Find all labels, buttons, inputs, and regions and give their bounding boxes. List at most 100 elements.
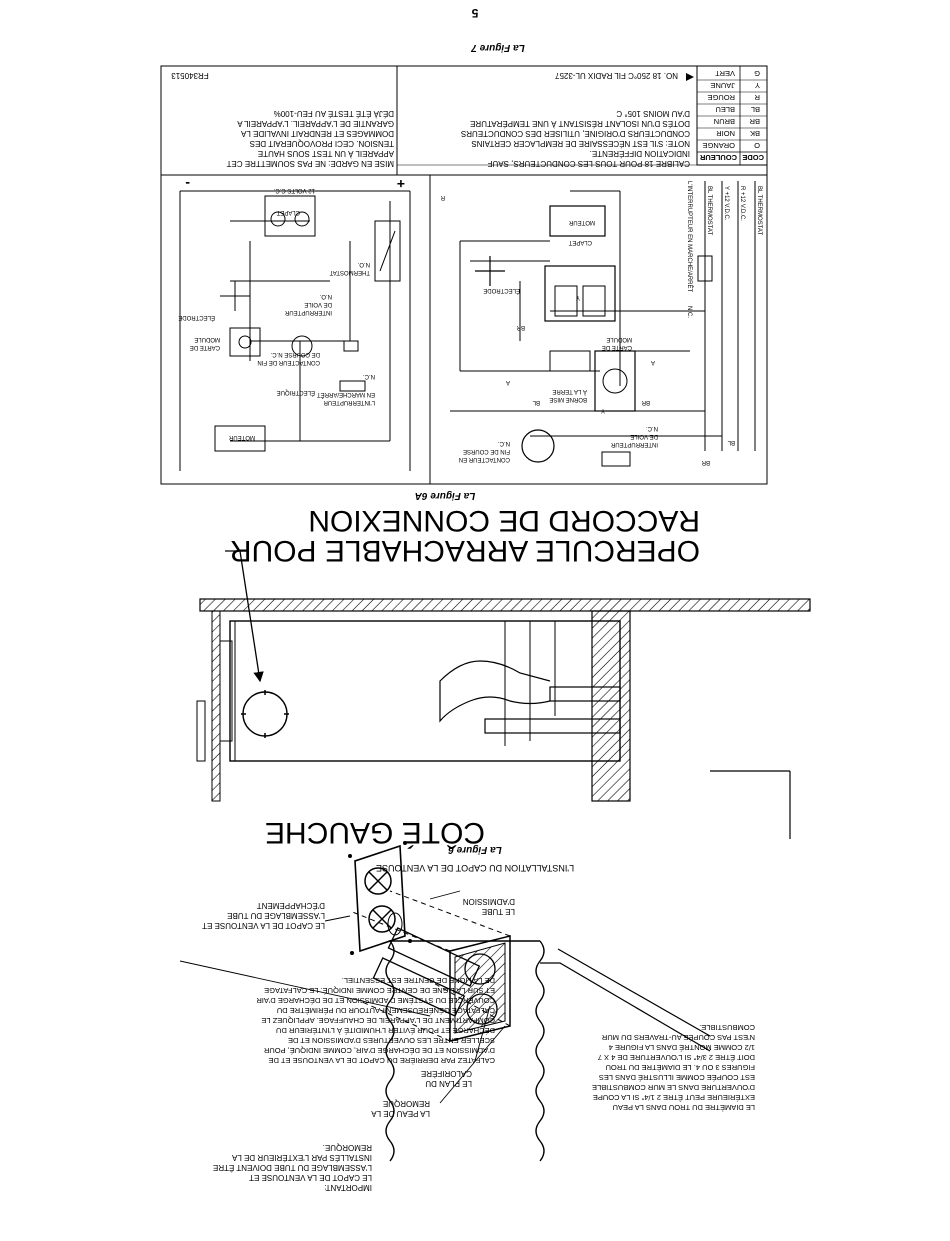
- wiring-frame: [160, 65, 768, 485]
- table-cell: O: [754, 141, 760, 150]
- fig6-label-line: COMPARTIMENT DE L'APPAREIL DE CHAUFFAGE.…: [261, 1016, 495, 1025]
- vent-opening-lower: [466, 993, 498, 1025]
- right-wiring-diagram: [179, 190, 411, 471]
- radix-note: NO. 18 250°C FIL RADIX UL-3257: [554, 71, 694, 81]
- right-wiring-labels: 12 VOLTS C.C. + - CLAPET THERMOSTAT N.O.…: [178, 176, 405, 440]
- thermostat-symbol: [374, 220, 401, 282]
- left-wiring-components: [475, 205, 713, 467]
- component-label: L'INTERRUPTEUR: [323, 399, 375, 405]
- warning-line: TENSION. CECI PROVOQUERAIT DES: [250, 139, 394, 148]
- module-board-right: [229, 327, 261, 357]
- fig6-label-line: D'ÉCHAPPEMENT: [257, 901, 325, 910]
- component-label: CLAPET: [276, 209, 300, 215]
- table-cell: BLEU: [715, 105, 735, 114]
- component-label: DE VOILE: [304, 301, 332, 307]
- onoff-switch-symbol: [697, 255, 713, 282]
- radix-text: NO. 18 250°C FIL RADIX UL-3257: [554, 71, 678, 80]
- fig6-title: La Figure 6: [448, 844, 502, 855]
- table-cell: VERT: [715, 69, 735, 78]
- important-line: INSTALLÉS PAR L'EXTÉRIEUR DE LA: [231, 1153, 372, 1162]
- wire-label: R +12 V.D.C.: [739, 186, 745, 221]
- table-cell: R: [754, 93, 760, 102]
- fig6-label-line: ET SUR LA LIGNE DE CENTRE COMME INDIQUÉ.…: [264, 986, 495, 995]
- fig6-hole-label: LE DIAMÈTRE DU TROU DANS LA PEAU EXTÉRIE…: [592, 1023, 755, 1112]
- wire-label: BL THERMOSTAT: [756, 186, 762, 235]
- knockout-circle: [242, 691, 288, 737]
- component-label: N.O.: [357, 261, 370, 267]
- table-cell: ROUGE: [707, 93, 735, 102]
- component-label: CARTE DE: [602, 344, 632, 350]
- wire-color-label: BL: [532, 399, 540, 405]
- vent-opening-upper: [464, 953, 496, 985]
- calibre-line: CONDUCTEURS D'ORIGINE, UTILISER DES COND…: [461, 129, 690, 138]
- table-cell: BL: [751, 105, 760, 114]
- limit-switch-right: [291, 335, 313, 357]
- important-note: IMPORTANT: LE CAPOT DE LA VENTOUSE ET L'…: [213, 1143, 372, 1192]
- component-label: MOTEUR: [228, 434, 255, 440]
- fig6a-title: La Figure 6A: [415, 490, 476, 501]
- left-side-drawing: [196, 550, 811, 839]
- important-line: LE CAPOT DE LA VENTOUSE ET: [249, 1173, 372, 1182]
- left-wiring-labels: BL THERMOSTAT R +12 V.D.C. Y +12 V.D.C. …: [440, 181, 762, 465]
- calibre-line: NOTE: S'IL EST NÉCESSAIRE DE REMPLACER C…: [471, 139, 690, 148]
- table-cell: BRUN: [714, 117, 735, 126]
- table-cell: NOIR: [716, 129, 735, 138]
- component-label: ÉLECTRIQUE: [277, 389, 315, 396]
- fig6-skin-label: LA PEAU DE LA REMORQUE: [371, 1099, 430, 1118]
- vent-pipes: [439, 621, 621, 746]
- component-label: ÉLECTRODE: [178, 314, 215, 321]
- component-label: MODULE: [606, 336, 632, 342]
- table-cell: BK: [750, 129, 760, 138]
- table-cell: BR: [749, 117, 760, 126]
- calibre-line: CALIBRE 18 POUR TOUS LES CONDUCTEURS, SA…: [487, 159, 690, 168]
- table-cell: JAUNE: [710, 81, 735, 90]
- fig6-tube-label: LE TUBE D'ADMISSION: [463, 897, 515, 916]
- fig6-plane-label: LE PLAN DU CALORIFÈRE: [421, 1069, 472, 1088]
- wire-color-label: BL: [727, 439, 735, 445]
- component-label: DE COURSE N.C.: [270, 351, 320, 357]
- fig6-label-line: L'ASSEMBLAGE DU TUBE: [227, 911, 325, 920]
- fig6-label-line: DOIT ÊTRE 2 3/4" SI L'OUVERTURE DE 4 X 7: [598, 1053, 755, 1062]
- calibre-line: D'AU MOINS 105° C: [616, 109, 690, 118]
- page-number: 5: [471, 6, 478, 20]
- wire-color-label: A: [506, 379, 510, 385]
- exploded-view-lines: [349, 890, 511, 1042]
- component-label: MOTEUR: [568, 219, 595, 225]
- component-label: MODULE: [194, 336, 220, 342]
- component-label: N.O.: [319, 293, 332, 299]
- component-label: N.C.: [498, 440, 510, 446]
- component-label: DE VOILE: [630, 433, 658, 439]
- side-wall-hatch: [211, 610, 221, 802]
- fig6-caption: L'INSTALLATION DU CAPOT DE LA VENTOUSE: [376, 863, 574, 873]
- fig6-label-line: EXTÉRIEURE PEUT ÊTRE 2 1/4" SI LA COUPE: [593, 1093, 755, 1102]
- table-header: CODE: [742, 153, 764, 162]
- left-wiring-diagram: [450, 181, 756, 451]
- polarity-label: -: [185, 176, 190, 192]
- fig6-label-line: REMORQUE: [383, 1099, 430, 1108]
- warning-note: MISE EN GARDE: NE PAS SOUMETTRE CET APPA…: [226, 109, 394, 168]
- side-label: CÔTÉ GAUCHE: [265, 816, 485, 850]
- right-wiring-components: [214, 195, 401, 452]
- table-header: COULEUR: [699, 153, 737, 162]
- fig6-label-line: D'ADMISSION ET DE DÉCHARGE D'AIR, COMME …: [263, 1046, 495, 1055]
- important-line: L'ASSEMBLAGE DU TUBE DOIVENT ÊTRE: [213, 1163, 372, 1172]
- motor-symbol: [549, 205, 606, 237]
- fig6-label-line: CALFATAGE GÉNÉREUSEMENT AUTOUR DU PÉRIMÈ…: [277, 1006, 495, 1015]
- component-label: INTERRUPTEUR: [610, 441, 658, 447]
- polarity-label: +: [397, 176, 405, 192]
- fig6-label-line: 1/2 COMME MONTRÉ DANS LA FIGURE 4: [609, 1043, 755, 1052]
- knockout-label-line: OPERCULE ARRACHABLE POUR: [230, 534, 700, 567]
- fig6-cap-label: LE CAPOT DE LA VENTOUSE ET L'ASSEMBLAGE …: [202, 901, 325, 930]
- fig6-label-line: EST COUPÉE COMME ILLUSTRÉ DANS LES: [599, 1073, 755, 1082]
- module-board-symbol: [594, 350, 636, 412]
- valve-symbol: [544, 265, 616, 322]
- furnace-box: [229, 620, 621, 762]
- wire-color-label: BR: [641, 399, 650, 405]
- table-cell: Y: [755, 81, 760, 90]
- top-wall-hatch: [199, 598, 811, 612]
- knockout-arrow: [225, 550, 264, 683]
- warning-line: APPAREIL À UN TEST SOUS HAUTE: [258, 149, 394, 158]
- vent-cap: [348, 841, 412, 955]
- ground-terminal-symbol: [549, 350, 591, 372]
- component-label: 12 VOLTS C.C.: [273, 187, 315, 193]
